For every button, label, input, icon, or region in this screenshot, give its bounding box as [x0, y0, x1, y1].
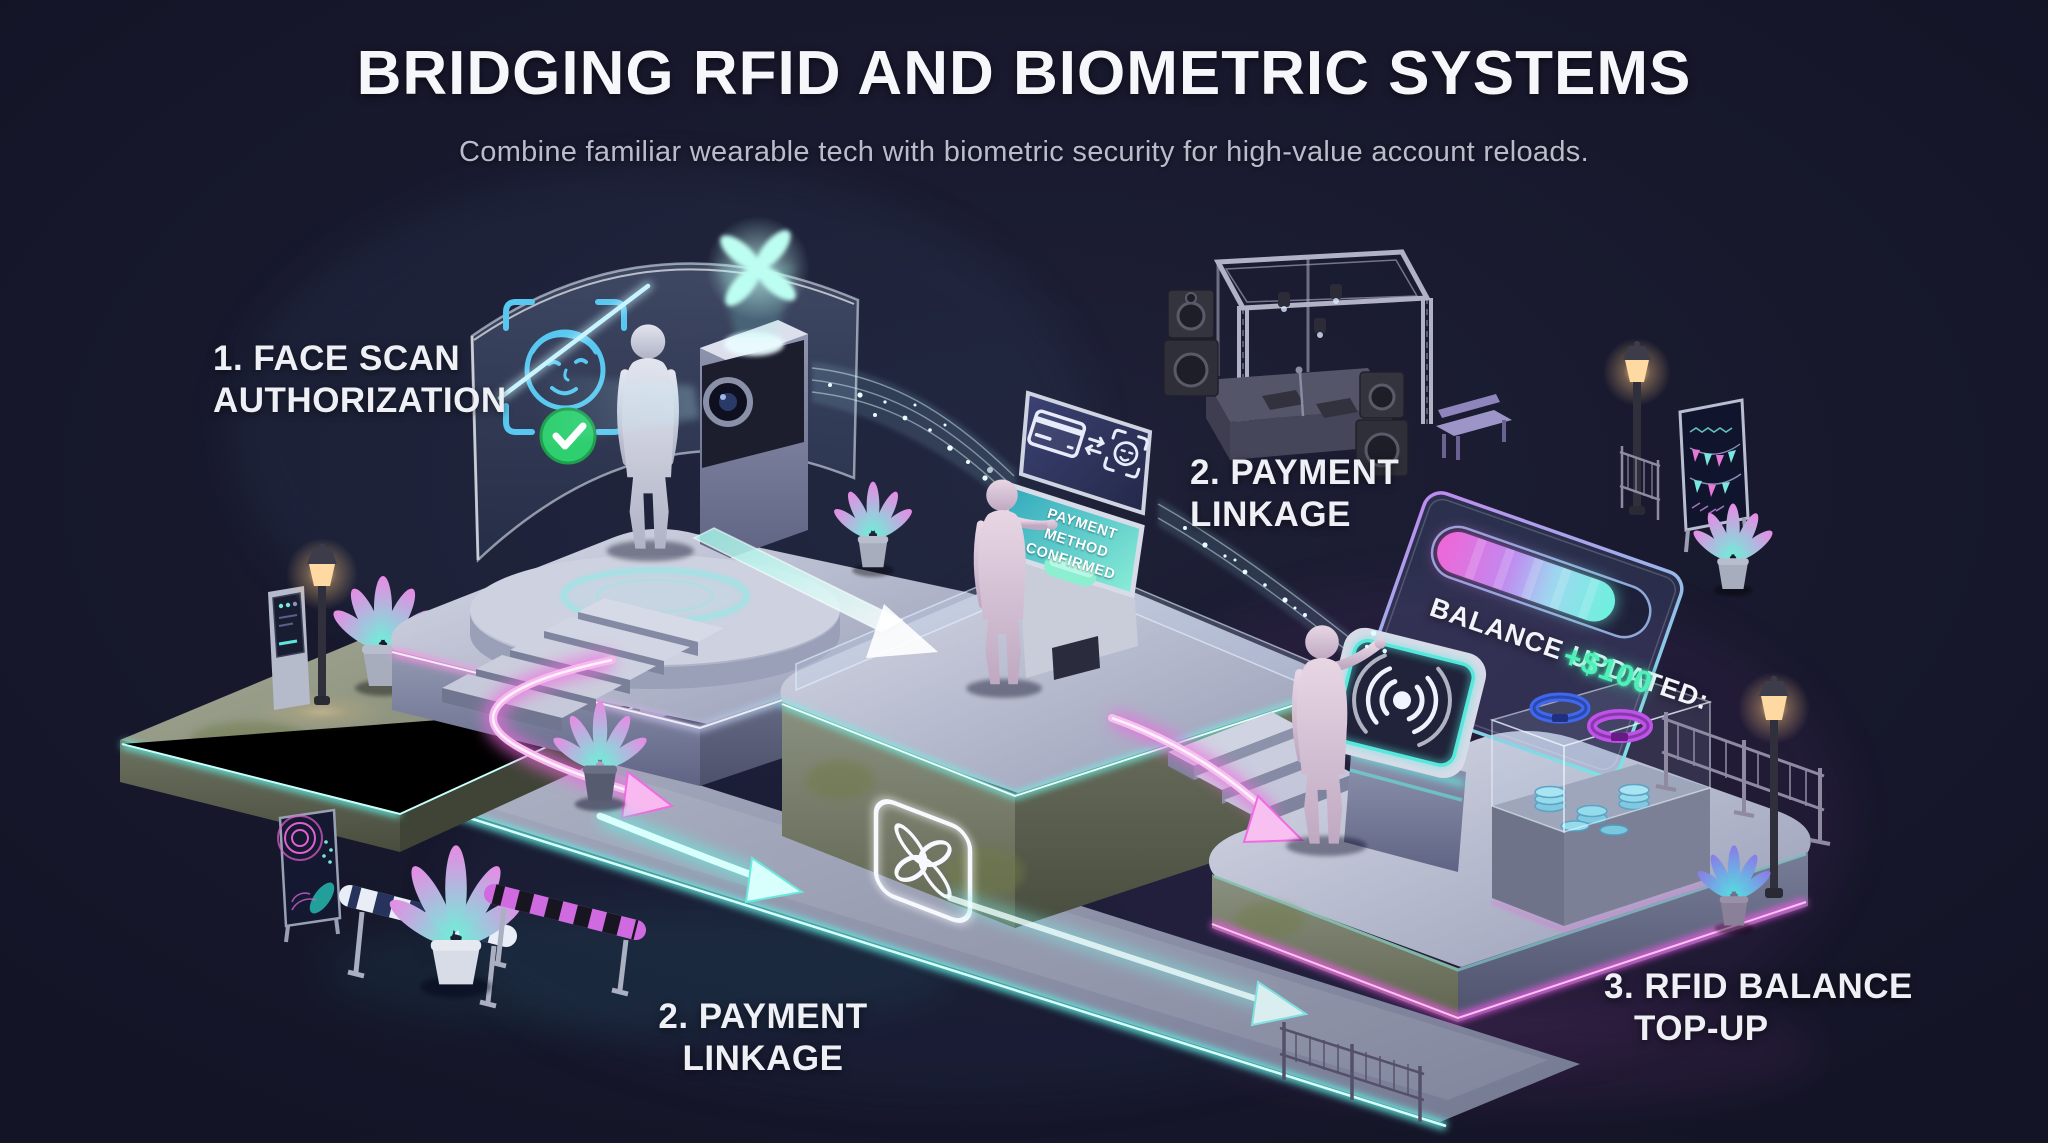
confirm-button [1044, 554, 1097, 587]
reaching-arm [1330, 639, 1384, 672]
bunting-flags [1694, 480, 1730, 497]
potted-plant [834, 481, 912, 577]
flow-arrow-to-rfid [1108, 710, 1305, 844]
step2-bottom-line2: LINKAGE [682, 1039, 844, 1078]
stage-lights [1278, 284, 1342, 338]
hologram-projector [532, 216, 810, 558]
step-label-rfid-topup: 3. RFID BALANCE TOP-UP [1604, 966, 1913, 1050]
payment-kiosk [997, 390, 1153, 680]
rfid-wristbands [1529, 692, 1653, 743]
street-lamp-icon [1603, 338, 1671, 515]
page-title: BRIDGING RFID AND BIOMETRIC SYSTEMS [356, 39, 1692, 108]
step3-line1: 3. RFID BALANCE [1604, 967, 1913, 1006]
scan-line [497, 283, 651, 401]
step1-line1: 1. FACE SCAN [213, 339, 461, 378]
projection-beam [532, 372, 700, 448]
mic-stand [1298, 371, 1305, 417]
transfer-arrows-icon [1084, 436, 1106, 456]
crowd-fence-bottom-center [1279, 1022, 1425, 1122]
stage-monitor [1316, 398, 1358, 418]
person-figure-2 [966, 479, 1058, 698]
rfid-wave-icon [1352, 653, 1452, 748]
speaker-stack-right [1355, 371, 1409, 477]
page-subtitle: Combine familiar wearable tech with biom… [459, 136, 1589, 168]
coin-stacks [1534, 783, 1650, 836]
step-label-payment-top: 2. PAYMENT LINKAGE [1190, 452, 1399, 536]
stage-monitor [1262, 390, 1304, 410]
flow-arrow-to-payment [692, 527, 938, 658]
event-poster-left [277, 808, 342, 943]
stage-platform [1206, 366, 1392, 460]
step-label-payment-bottom: 2. PAYMENT LINKAGE [658, 996, 868, 1080]
potted-plant [1697, 845, 1771, 935]
potted-plant [389, 845, 523, 998]
hologram-flower-icon [706, 216, 810, 320]
face-id-icon [1103, 428, 1149, 479]
wristband-display-case [1489, 677, 1713, 932]
crowd-fence-bottom-right [1655, 712, 1831, 846]
step-label-face-scan: 1. FACE SCAN AUTHORIZATION [213, 338, 507, 422]
flow-arrow-cyan-walkway [596, 808, 805, 904]
potted-plant [553, 700, 647, 812]
step2-bottom-line1: 2. PAYMENT [658, 997, 868, 1036]
progress-bar [1430, 525, 1652, 639]
person-figure-3 [1286, 625, 1387, 856]
street-lamp-icon [286, 538, 358, 705]
step2-top-line1: 2. PAYMENT [1190, 453, 1400, 492]
rfid-pad [1322, 627, 1487, 779]
step2-top-line2: LINKAGE [1190, 495, 1351, 534]
crowd-fence-right-top [1619, 446, 1661, 520]
barrier-striped-pink [484, 884, 646, 997]
step1-line2: AUTHORIZATION [213, 381, 507, 420]
tap-sparkles [1365, 630, 1387, 654]
speaker-stack-left [1163, 289, 1219, 397]
info-sign-pillar [268, 586, 310, 710]
bench [1436, 394, 1512, 460]
card-icon [1027, 409, 1087, 458]
potted-plant [1693, 503, 1773, 597]
bunting-flags [1692, 449, 1736, 467]
receipt-slot [1052, 636, 1100, 680]
step3-line2: TOP-UP [1634, 1009, 1769, 1048]
street-lamp-icon [1738, 672, 1810, 898]
flow-arrow-cyan-long [947, 891, 1309, 1027]
